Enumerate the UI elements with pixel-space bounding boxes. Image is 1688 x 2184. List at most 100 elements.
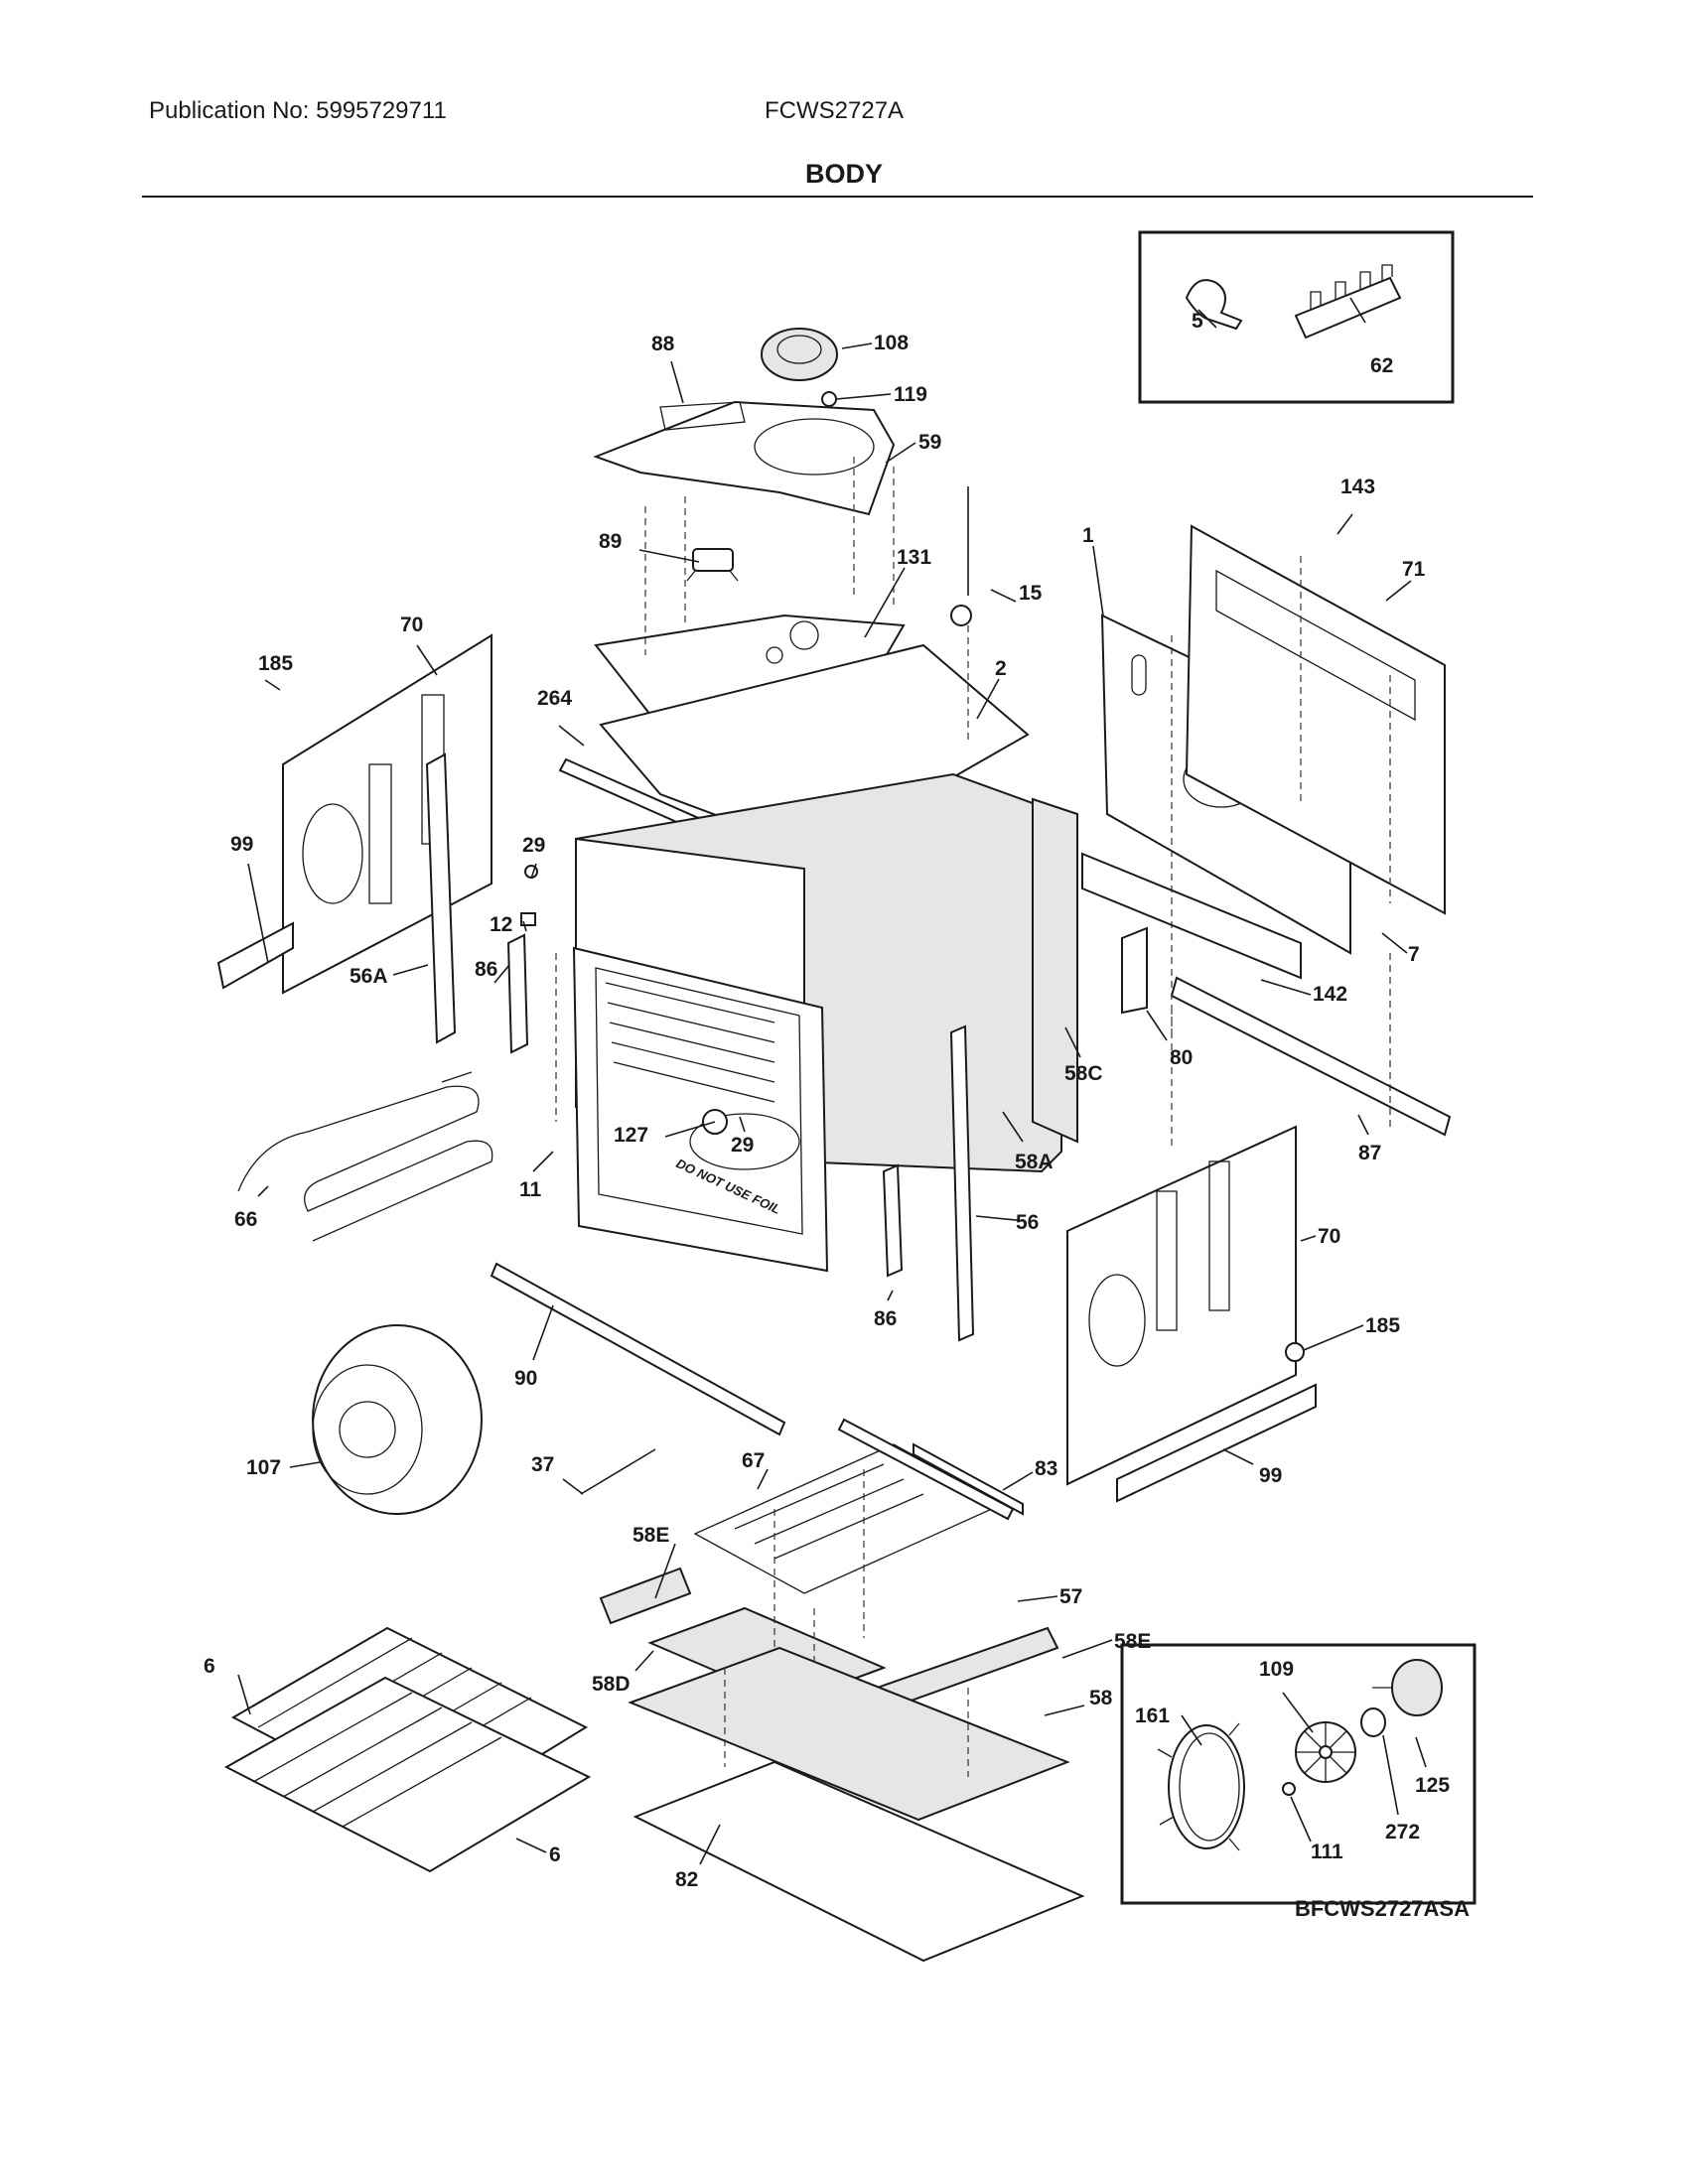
inset-label-spacer: 272	[1385, 1821, 1420, 1843]
callout-label: 89	[599, 530, 622, 553]
fan-motor-part	[1372, 1659, 1443, 1716]
callout-label: 87	[1358, 1142, 1381, 1164]
publication-number: Publication No: 5995729711	[149, 97, 447, 124]
callout-label: 12	[490, 913, 512, 936]
washer-part	[1282, 1782, 1296, 1796]
callout-label: 142	[1313, 983, 1347, 1006]
lower-hinge-receptacle-part	[882, 1163, 904, 1278]
bottom-insulation-pad-part	[628, 1646, 1070, 1822]
callout-label: 86	[475, 958, 497, 981]
model-number: FCWS2727A	[765, 97, 905, 124]
inset-box-clips	[1138, 230, 1455, 404]
callout-label: 11	[519, 1178, 542, 1201]
oven-front-frame-part	[572, 946, 829, 1273]
callout-label: 86	[874, 1307, 897, 1330]
oven-rack-bottom-part	[223, 1676, 592, 1873]
rod-part	[580, 1448, 656, 1495]
thermal-switch-part	[686, 548, 739, 582]
callout-label: 58A	[1015, 1151, 1054, 1173]
callout-label: 66	[234, 1208, 257, 1231]
thermostat-nut-part	[821, 391, 837, 407]
callout-label: 119	[894, 383, 927, 406]
callout-label: 58D	[592, 1673, 631, 1696]
callout-label: 82	[675, 1868, 698, 1891]
callout-label: 59	[918, 431, 941, 454]
callout-label: 71	[1402, 558, 1426, 581]
callout-label: 70	[1318, 1225, 1340, 1248]
leader-lines	[237, 297, 1427, 1865]
callout-label: 88	[651, 333, 675, 355]
callout-label: 108	[874, 332, 909, 354]
callout-label: 2	[995, 657, 1007, 680]
bottom-rail-part	[1170, 976, 1452, 1137]
callout-label: 58	[1089, 1687, 1113, 1709]
element-bracket-part	[913, 1442, 1024, 1516]
callout-label: 107	[246, 1456, 281, 1479]
callout-label: 1	[1082, 524, 1094, 547]
callout-label: 15	[1019, 582, 1043, 605]
foot-part	[1285, 1342, 1305, 1362]
door-seal-part	[490, 1262, 786, 1436]
right-outer-panel-part	[1066, 1125, 1297, 1486]
callout-label: 99	[1259, 1464, 1282, 1487]
callout-label: 80	[1170, 1046, 1193, 1069]
callout-label: 56	[1016, 1211, 1039, 1234]
fan-shroud-ring-part	[1157, 1722, 1245, 1851]
alignment-lines	[555, 457, 1391, 1777]
terminal-block-part	[1294, 264, 1402, 340]
hinge-receptacle-part	[506, 933, 529, 1054]
bracket-clip-part	[520, 912, 536, 926]
callout-label: 58E	[1114, 1630, 1151, 1653]
clip-part	[1185, 279, 1243, 331]
left-door-hinge-part	[425, 752, 457, 1044]
callout-label: 56A	[350, 965, 388, 988]
diagram-code: BFCWS2727ASA	[1294, 1896, 1470, 1921]
callout-label: 37	[531, 1453, 554, 1476]
callout-label: 143	[1340, 476, 1375, 498]
callout-label: 99	[230, 833, 253, 856]
bottom-right-bracket-part	[1116, 1383, 1317, 1503]
bottom-panel-part	[633, 1760, 1085, 1963]
broil-element-part	[237, 1071, 493, 1242]
insulation-strip-left-part	[599, 1567, 692, 1625]
fan-blade-part	[1295, 1721, 1356, 1783]
callout-label: 58E	[633, 1524, 669, 1547]
upper-shroud-part	[593, 400, 896, 516]
callout-label: 58C	[1064, 1062, 1103, 1085]
header-divider	[142, 196, 1533, 198]
inset-box-fan-motor	[1120, 1643, 1477, 1905]
convection-fan-cover-part	[761, 328, 838, 381]
callout-label: 6	[549, 1843, 561, 1866]
callout-label: 67	[742, 1449, 765, 1472]
callout-label: 57	[1059, 1585, 1082, 1608]
callout-label: 29	[522, 834, 545, 857]
callout-label: 185	[1365, 1314, 1400, 1337]
rear-panel-part	[1185, 524, 1446, 915]
convection-fan-assembly-part	[312, 1324, 483, 1515]
left-bracket-part	[216, 921, 294, 990]
sensor-probe-part	[950, 486, 972, 626]
inset-label-terminal-block: 62	[1370, 354, 1393, 377]
side-rail-part	[1081, 852, 1302, 980]
inset-label-washer: 111	[1311, 1841, 1343, 1863]
page-title: BODY	[804, 159, 883, 189]
callout-label: 83	[1035, 1457, 1057, 1480]
callout-label: 264	[537, 687, 572, 710]
left-side-panel-part	[282, 633, 492, 995]
callout-label: 7	[1408, 943, 1420, 966]
callout-label: 185	[258, 652, 293, 675]
inset-label-fan-ring: 161	[1135, 1705, 1170, 1727]
callout-label: 90	[514, 1367, 537, 1390]
callout-label: 6	[204, 1655, 215, 1678]
callout-label: 70	[400, 614, 423, 636]
spacer-part	[1360, 1707, 1386, 1737]
bake-element-part	[693, 1418, 1015, 1594]
right-bracket-part	[1121, 926, 1148, 1015]
inset-label-fan-blade: 109	[1259, 1658, 1294, 1681]
callout-label: 29	[731, 1134, 754, 1157]
right-hinge-part	[949, 1024, 975, 1342]
inset-label-clip: 5	[1192, 310, 1203, 333]
callout-label: 131	[897, 546, 931, 569]
inset-label-motor: 125	[1415, 1774, 1450, 1797]
